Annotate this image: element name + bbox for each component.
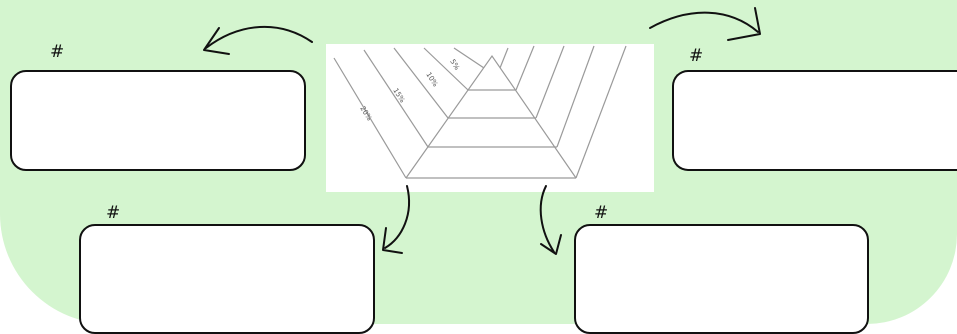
answer-box-bottom-right[interactable] [574,224,869,334]
arrow-top-left [205,25,313,49]
pyramid-outline [405,54,577,179]
arrow-top-right-head [727,7,761,41]
hash-label-bottom-right: # [594,203,609,223]
arrow-bottom-left [384,185,411,249]
answer-box-top-left[interactable] [10,70,306,171]
hash-label-top-right: # [689,46,704,66]
arrow-top-right [649,11,759,33]
arrows-layer [203,7,761,255]
hash-label-bottom-left: # [106,203,121,223]
arrow-bottom-left-head [382,227,403,254]
arrow-bottom-right-head [540,234,562,255]
answer-box-top-right[interactable] [672,70,957,171]
answer-box-bottom-left[interactable] [79,224,375,334]
hash-label-top-left: # [50,42,65,62]
pyramid-drawing: 5% 10% 15% 20% [333,45,627,179]
arrow-bottom-right [539,185,555,253]
arrow-top-left-head [203,27,230,55]
pyramid-image: 5% 10% 15% 20% [326,44,654,192]
